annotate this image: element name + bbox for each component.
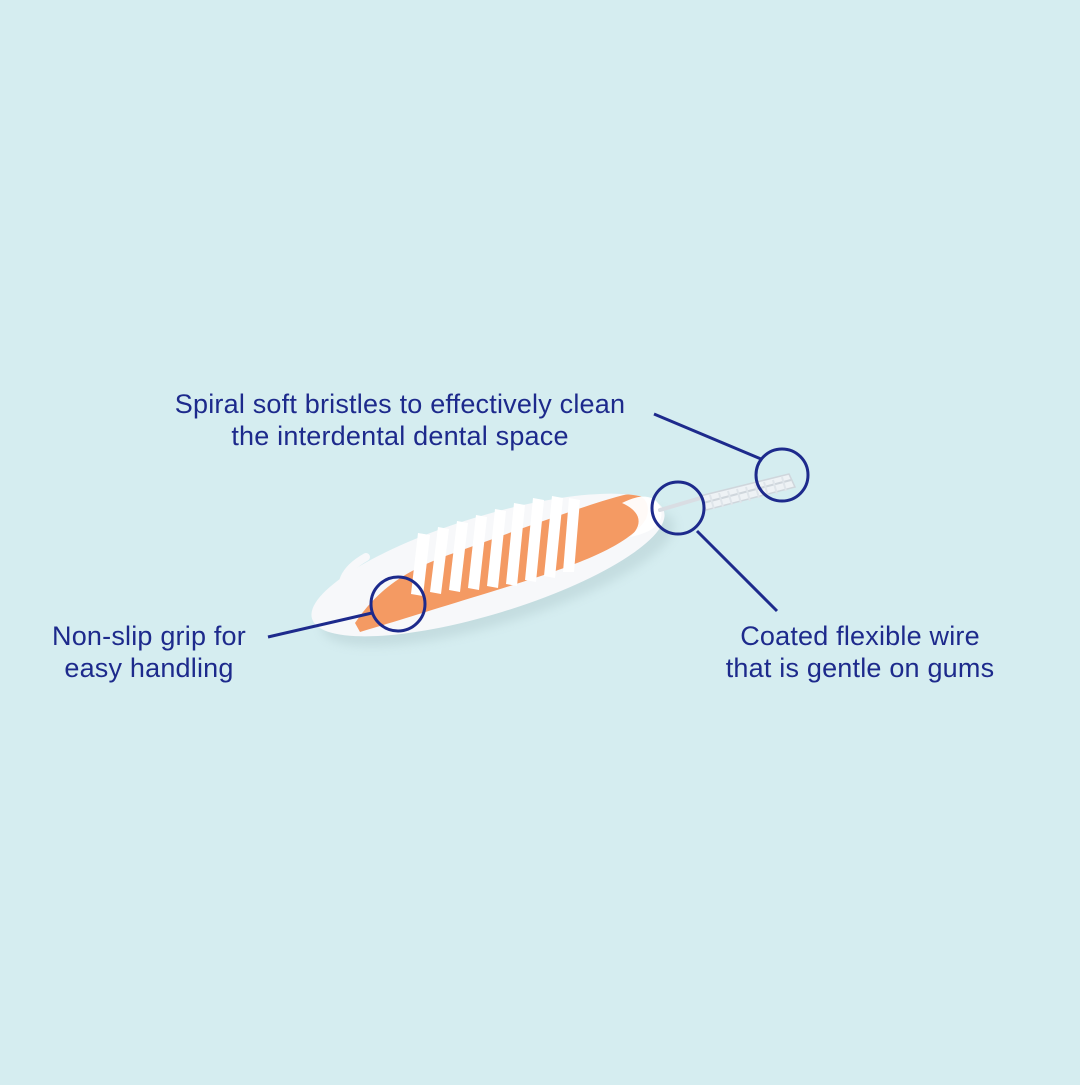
wire-callout-line-1: Coated flexible wire [740, 621, 980, 651]
grip-connector [267, 611, 373, 639]
bristles-highlight-circle [754, 447, 810, 503]
wire-callout: Coated flexible wire that is gentle on g… [705, 620, 1015, 684]
bristles-callout: Spiral soft bristles to effectively clea… [150, 388, 650, 452]
coated-wire [658, 495, 706, 512]
bristles-connector [653, 412, 762, 461]
grip-callout-line-1: Non-slip grip for [52, 621, 246, 651]
bristle-head [698, 473, 797, 511]
bristles-callout-line-2: the interdental dental space [231, 421, 569, 451]
grip-highlight-circle [369, 575, 427, 633]
grip-callout: Non-slip grip for easy handling [34, 620, 264, 684]
wire-connector [695, 529, 779, 613]
wire-callout-line-2: that is gentle on gums [725, 653, 995, 683]
grip-stripes [411, 496, 580, 596]
wire-highlight-circle [650, 480, 706, 536]
bristles-callout-line-1: Spiral soft bristles to effectively clea… [174, 389, 626, 419]
grip-callout-line-2: easy handling [64, 653, 234, 683]
handle-tip-highlight [338, 553, 370, 600]
